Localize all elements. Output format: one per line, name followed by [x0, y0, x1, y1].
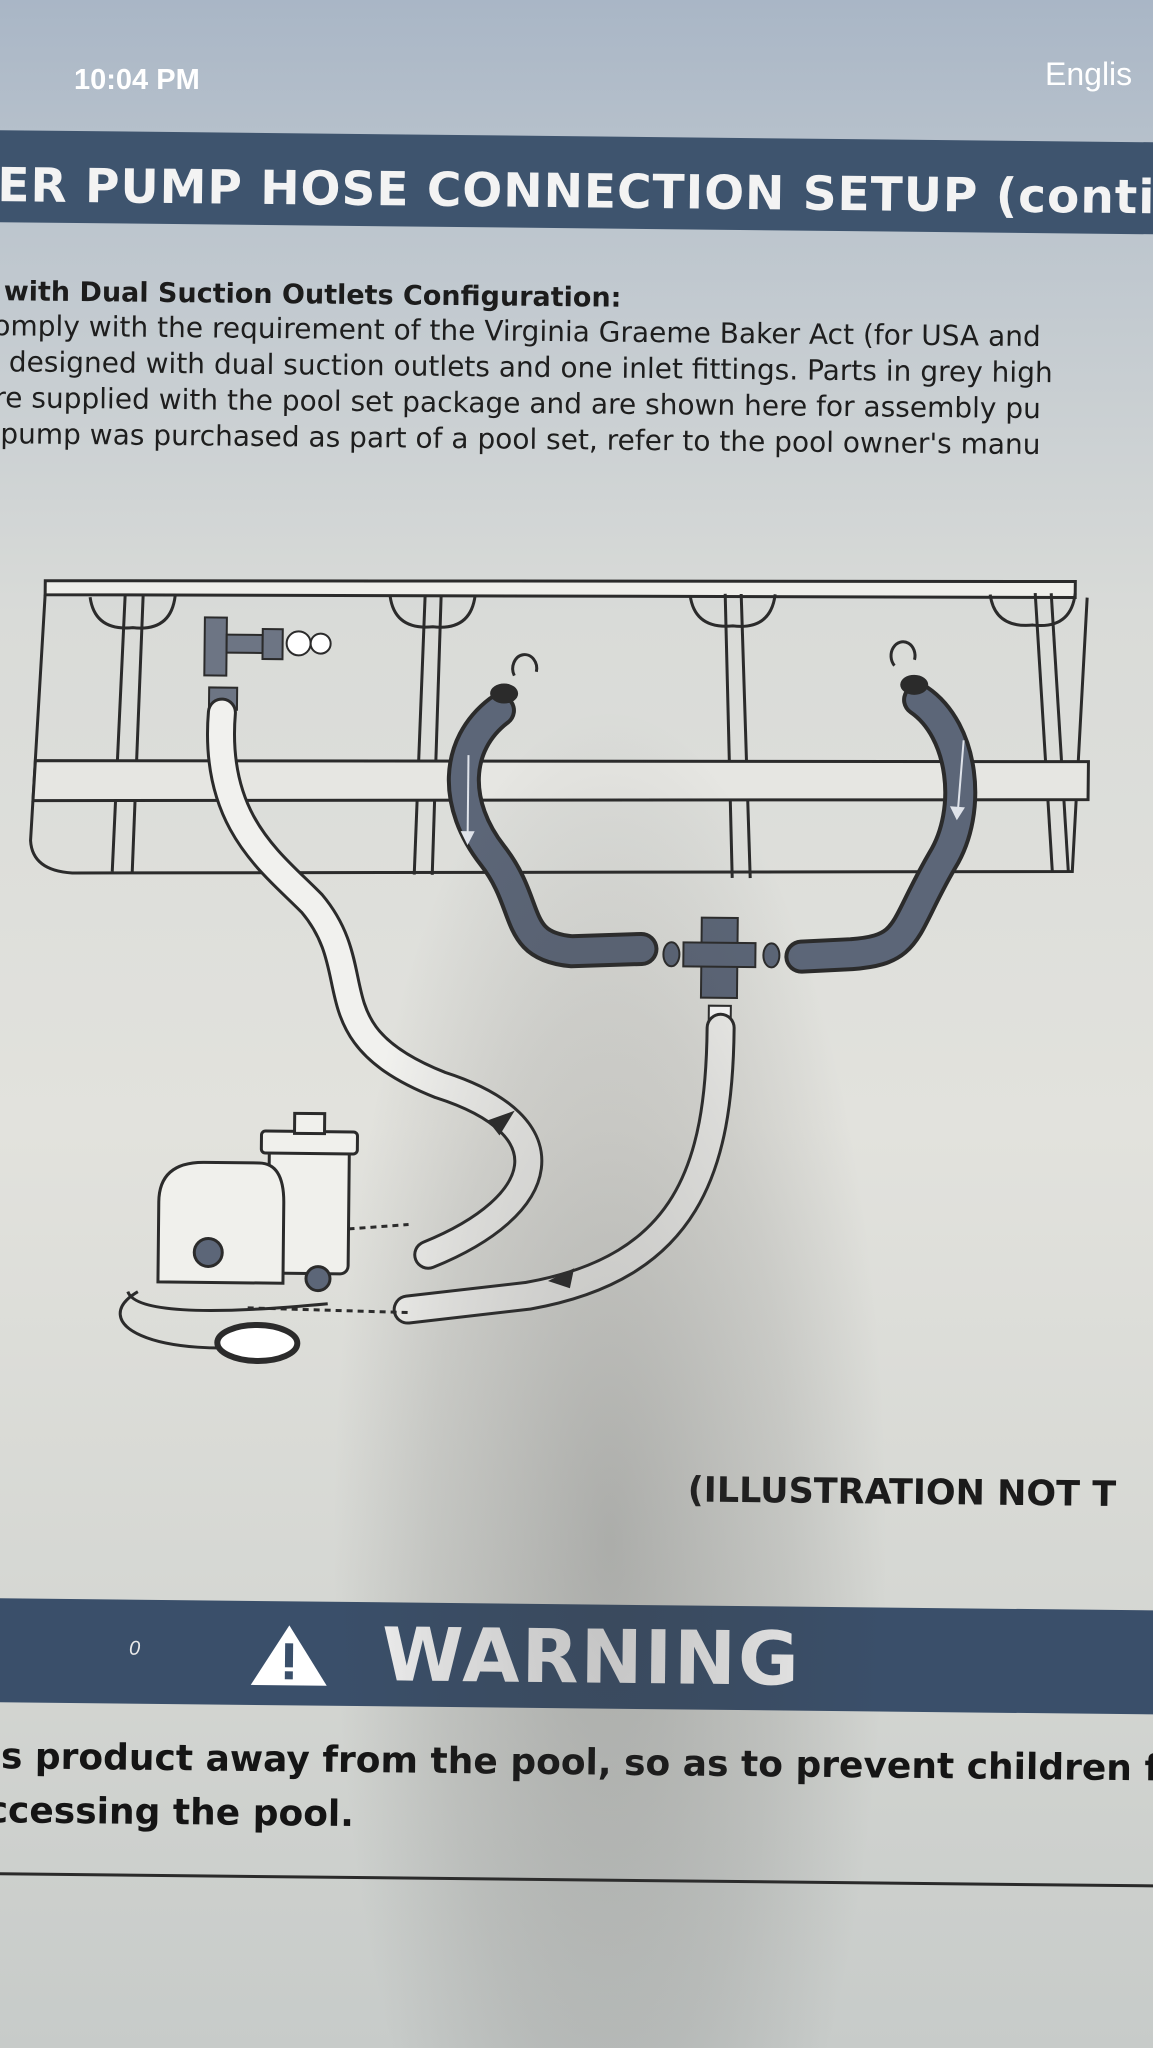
status-bar: 10:04 PM Englis	[0, 0, 1153, 130]
intro-paragraph: s with Dual Suction Outlets Configuratio…	[0, 276, 1153, 463]
warning-title: WARNING	[381, 1612, 802, 1703]
return-hose	[392, 1012, 736, 1325]
pool-frame	[29, 579, 1090, 879]
warning-text: his product away from the pool, so as to…	[0, 1730, 1153, 1850]
section-header-band: ER PUMP HOSE CONNECTION SETUP (conti	[0, 130, 1153, 235]
status-time: 10:04 PM	[74, 64, 200, 96]
language-indicator[interactable]: Englis	[1045, 56, 1133, 92]
suction-hose-left	[446, 653, 659, 969]
section-title: ER PUMP HOSE CONNECTION SETUP (conti	[0, 158, 1153, 226]
inlet-fitting	[203, 616, 332, 711]
warning-small-mark: 0	[128, 1637, 141, 1660]
t-valve	[662, 916, 781, 1025]
manual-page: ER PUMP HOSE CONNECTION SETUP (conti s w…	[0, 130, 1153, 1892]
pump-hose-diagram	[29, 579, 1090, 1364]
illustration-note: (ILLUSTRATION NOT T	[687, 1470, 1117, 1515]
suction-hose-right	[784, 640, 978, 974]
filter-pump	[118, 1111, 409, 1364]
warning-band: 0 WARNING	[0, 1597, 1153, 1715]
flow-arrow	[487, 1110, 515, 1136]
warning-triangle-icon	[250, 1625, 327, 1686]
divider-rule	[0, 1871, 1153, 1888]
